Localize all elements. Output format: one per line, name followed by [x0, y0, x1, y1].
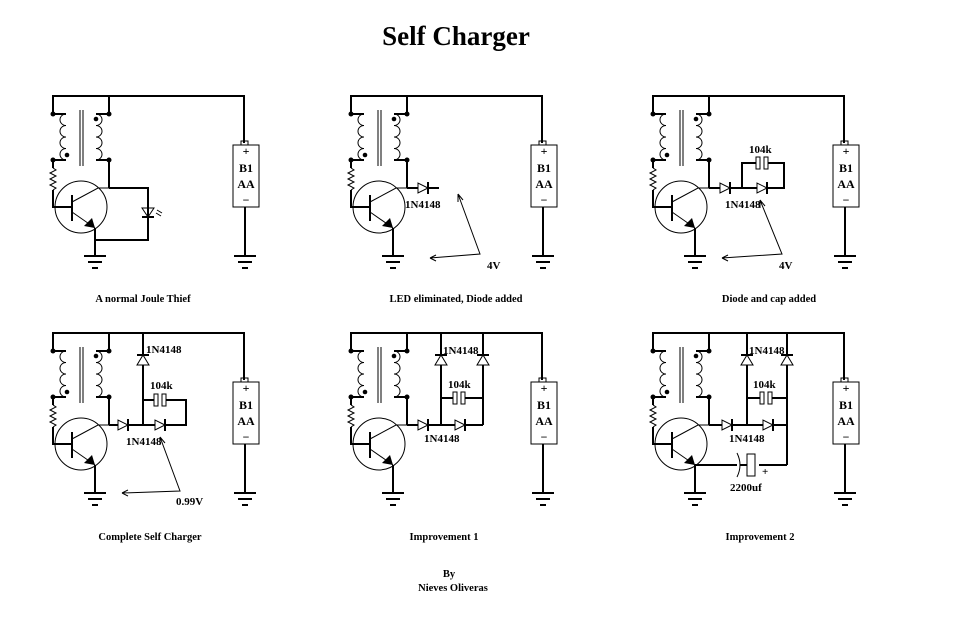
battery-minus: − — [243, 430, 250, 444]
diode-label: 1N4148 — [405, 199, 441, 211]
caption: A normal Joule Thief — [95, 294, 191, 305]
battery-name: B1 — [839, 398, 853, 412]
battery-minus: − — [541, 430, 548, 444]
battery-plus: + — [541, 381, 548, 395]
circuit-complete-self-charger — [49, 332, 260, 506]
battery-plus: + — [243, 144, 250, 158]
battery-plus: + — [843, 381, 850, 395]
page-title: Self Charger — [382, 21, 530, 51]
caption: Complete Self Charger — [98, 532, 202, 543]
credit-by: By — [443, 569, 456, 580]
big-cap-label: 2200uf — [730, 482, 762, 494]
battery-minus: − — [243, 193, 250, 207]
cap-label: 104k — [749, 144, 773, 156]
credit-author: Nieves Oliveras — [418, 583, 488, 594]
top-diode-label: 1N4148 — [146, 344, 182, 356]
voltage-label: 0.99V — [176, 496, 203, 508]
cap-label: 104k — [150, 380, 174, 392]
battery-name: B1 — [839, 161, 853, 175]
top-diode-label: 1N4148 — [443, 345, 479, 357]
circuit-joule-thief: A normal Joule Thief — [49, 95, 260, 305]
caption: Improvement 1 — [410, 532, 479, 543]
diode-label: 1N4148 — [725, 199, 761, 211]
circuit-diode-cap-added — [649, 95, 860, 269]
diode-label: 1N4148 — [729, 433, 765, 445]
battery-type: AA — [535, 414, 553, 428]
led-light-icon — [155, 209, 163, 217]
caption: Improvement 2 — [726, 532, 795, 543]
battery-plus: + — [243, 381, 250, 395]
caption: LED eliminated, Diode added — [389, 294, 522, 305]
battery-name: B1 — [537, 161, 551, 175]
battery-name: B1 — [239, 161, 253, 175]
battery-type: AA — [837, 177, 855, 191]
circuit-improvement-2 — [649, 332, 860, 506]
battery-plus: + — [541, 144, 548, 158]
diode-label: 1N4148 — [424, 433, 460, 445]
battery-type: AA — [837, 414, 855, 428]
voltage-label: 4V — [487, 260, 501, 272]
cap-label: 104k — [448, 379, 472, 391]
battery-type: AA — [237, 177, 255, 191]
big-cap-plus: + — [762, 466, 768, 478]
battery-minus: − — [541, 193, 548, 207]
battery-plus: + — [843, 144, 850, 158]
diode-label: 1N4148 — [126, 436, 162, 448]
voltage-label: 4V — [779, 260, 793, 272]
battery-name: B1 — [239, 398, 253, 412]
circuit-diode-added — [347, 95, 558, 269]
caption: Diode and cap added — [722, 294, 816, 305]
battery-name: B1 — [537, 398, 551, 412]
top-diode-label: 1N4148 — [749, 345, 785, 357]
cap-label: 104k — [753, 379, 777, 391]
circuit-improvement-1 — [347, 332, 558, 506]
battery-type: AA — [535, 177, 553, 191]
battery-minus: − — [843, 430, 850, 444]
battery-minus: − — [843, 193, 850, 207]
battery-type: AA — [237, 414, 255, 428]
